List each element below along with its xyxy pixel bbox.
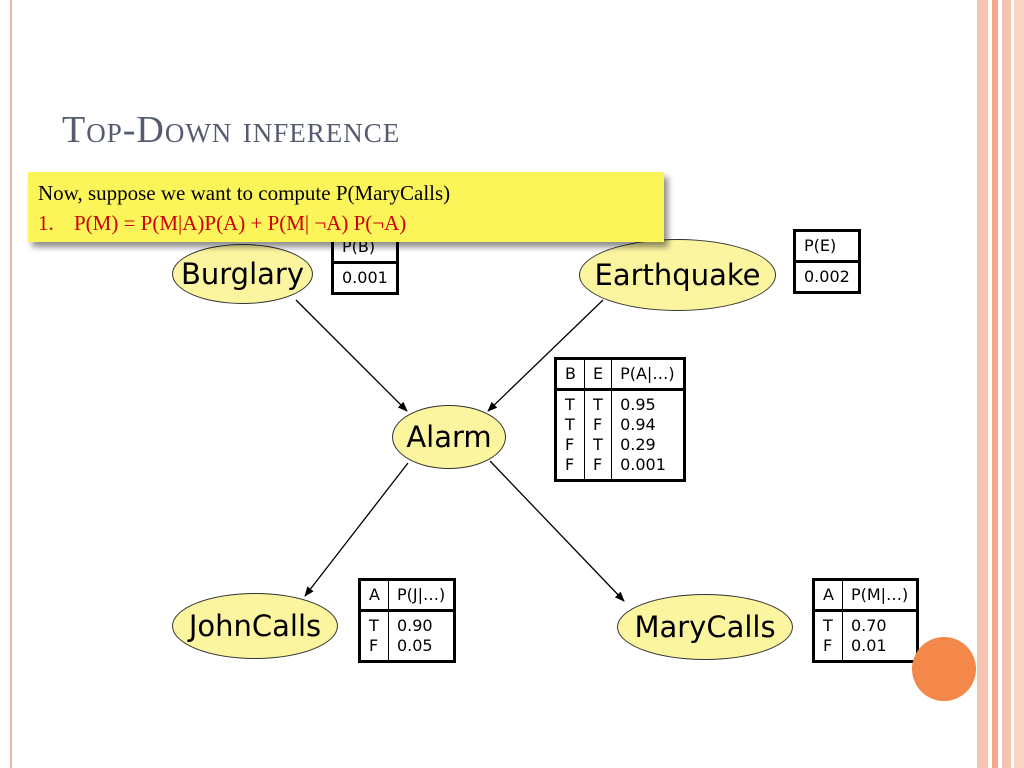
node-label: Alarm <box>406 420 492 454</box>
cpt-cell: 0.01 <box>850 636 887 655</box>
cpt-header: P(M|…) <box>842 579 918 612</box>
edge-earthquake-alarm <box>487 299 604 412</box>
slide-title: Top-Down inference <box>62 109 401 151</box>
cpt-marycalls: A P(M|…) T F 0.70 0.01 <box>812 578 920 663</box>
cpt-value: 0.001 <box>342 268 388 287</box>
cpt-johncalls: A P(J|…) T F 0.90 0.05 <box>358 578 457 663</box>
node-label: JohnCalls <box>188 609 322 643</box>
cpt-cell: 0.94 <box>620 415 656 434</box>
cpt-column-pa: 0.95 0.94 0.29 0.001 <box>612 390 684 481</box>
cpt-value: 0.002 <box>804 267 850 286</box>
callout-text: Now, suppose we want to compute P(MaryCa… <box>38 181 451 205</box>
cpt-cell: F <box>369 636 379 655</box>
node-label: MaryCalls <box>634 610 776 644</box>
cpt-cell: 0.05 <box>396 636 433 655</box>
node-label: Burglary <box>180 257 304 291</box>
cpt-cell: T <box>592 395 603 414</box>
edge-burglary-alarm <box>295 299 408 412</box>
cpt-cell: F <box>592 415 603 434</box>
node-label: Earthquake <box>594 258 761 292</box>
cpt-header: A <box>813 579 843 612</box>
node-alarm: Alarm <box>392 405 506 469</box>
cpt-column-pj: 0.90 0.05 <box>388 611 454 662</box>
cpt-column-pm: 0.70 0.01 <box>842 611 917 662</box>
cpt-cell: T <box>592 435 603 454</box>
cpt-header: P(J|…) <box>388 579 455 612</box>
cpt-header: P(E) <box>794 230 860 263</box>
cpt-cell: 0.70 <box>850 616 887 635</box>
cpt-earthquake: P(E) 0.002 <box>793 229 861 294</box>
cpt-cell: F <box>592 455 603 474</box>
cpt-cell: F <box>565 435 575 454</box>
cpt-column-a: T F <box>813 610 843 662</box>
cpt-header: P(A|…) <box>611 358 685 391</box>
right-stripe <box>992 0 998 768</box>
cpt-cell: T <box>823 616 833 635</box>
left-border-line <box>10 0 12 768</box>
node-johncalls: JohnCalls <box>172 593 338 659</box>
callout-list-item: 1. P(M) = P(M|A)P(A) + P(M| ¬A) P(¬A) <box>38 211 406 236</box>
node-burglary: Burglary <box>172 244 313 304</box>
cpt-cell: F <box>823 636 833 655</box>
cpt-cell: 0.29 <box>620 435 656 454</box>
cpt-column-b: T T F F <box>555 389 585 481</box>
cpt-column-e: T F T F <box>584 389 613 481</box>
cpt-header: A <box>359 579 389 612</box>
cpt-cell: F <box>565 455 575 474</box>
node-earthquake: Earthquake <box>579 239 776 311</box>
right-stripe <box>1002 0 1011 768</box>
right-stripe <box>1014 0 1024 768</box>
edge-alarm-johncalls <box>304 462 409 597</box>
cpt-cell: 0.95 <box>620 395 656 414</box>
right-stripe <box>977 0 988 768</box>
cpt-cell: T <box>565 415 575 434</box>
cpt-cell: T <box>565 395 575 414</box>
cpt-cell: 0.90 <box>396 616 433 635</box>
cpt-cell: T <box>369 616 379 635</box>
cpt-alarm: B E P(A|…) T T F F T F T F 0.95 0.94 0.2… <box>554 357 686 482</box>
edge-alarm-marycalls <box>489 460 625 602</box>
cpt-header: E <box>584 358 613 391</box>
list-number: 1. <box>38 211 54 235</box>
node-marycalls: MaryCalls <box>617 594 793 660</box>
cpt-cell: 0.001 <box>620 455 666 474</box>
callout-box: Now, suppose we want to compute P(MaryCa… <box>28 172 664 242</box>
cpt-column-a: T F <box>359 610 389 662</box>
formula-text: P(M) = P(M|A)P(A) + P(M| ¬A) P(¬A) <box>74 211 407 235</box>
decorative-orange-circle <box>912 637 976 701</box>
cpt-header: B <box>555 358 585 391</box>
